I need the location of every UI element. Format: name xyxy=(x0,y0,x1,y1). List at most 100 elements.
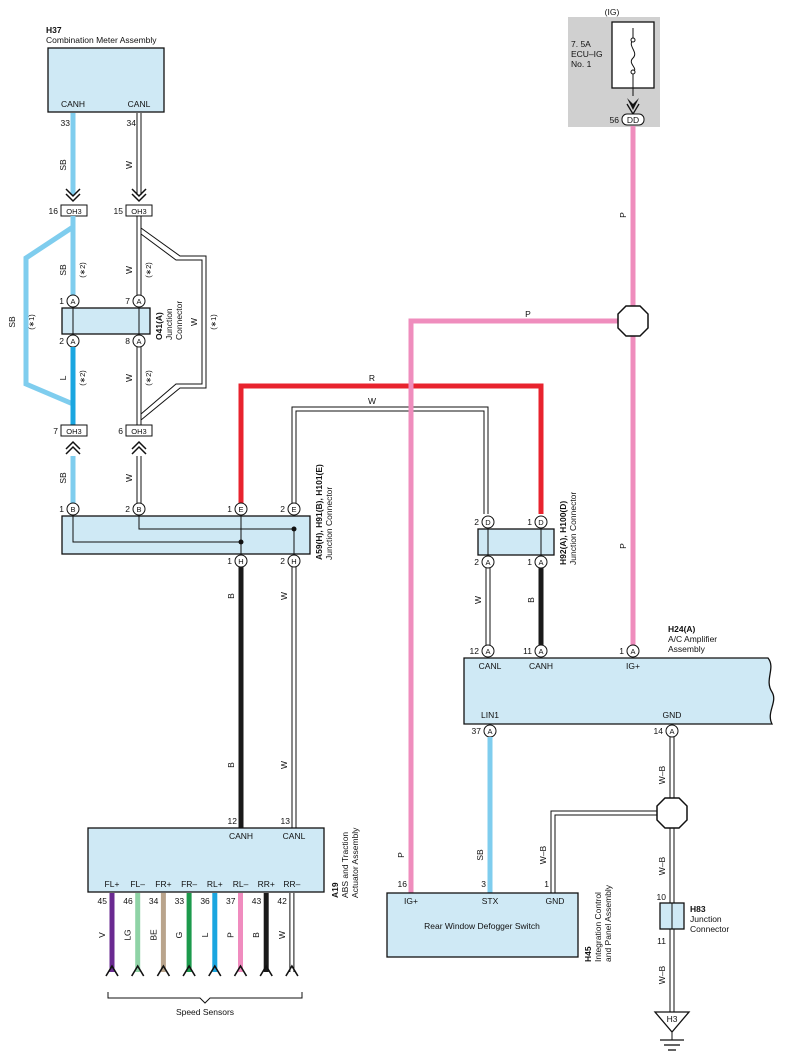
fuse-terminal-top xyxy=(630,37,636,43)
o41-name-2: Connector xyxy=(174,301,184,340)
h45-gnd: GND xyxy=(546,896,565,906)
h24-code: H24(A) xyxy=(668,624,696,634)
wire-label-p-top: P xyxy=(618,212,628,218)
chevron-up-icon xyxy=(208,964,222,977)
wire-label-p-mid: P xyxy=(618,543,628,549)
a19-pin-13: 13 xyxy=(281,816,291,826)
a19-code: A19 xyxy=(330,882,340,898)
h45-stx: STX xyxy=(482,896,499,906)
chevron-down-icon xyxy=(65,188,81,203)
h83-code: H83 xyxy=(690,904,706,914)
fuse-pin-56: 56 xyxy=(610,115,620,125)
pin-6-oh3: 6 xyxy=(118,426,123,436)
h24-box xyxy=(463,657,775,725)
chevron-up-icon xyxy=(65,440,81,455)
wire-sb-bypass xyxy=(23,224,75,407)
pin-b-1-label: B xyxy=(70,505,75,514)
fuse-terminal-bottom xyxy=(630,69,636,75)
wire-p-branch xyxy=(408,318,620,893)
chevron-up-icon xyxy=(105,964,119,977)
pin-a-14-h24-label: A xyxy=(669,727,674,736)
fuse-symbol xyxy=(630,28,636,96)
pin-12-h24: 12 xyxy=(470,646,480,656)
sensor-wire-color-label: LG xyxy=(123,929,133,940)
pin-a-37-h24-label: A xyxy=(487,727,492,736)
pin-2-o41: 2 xyxy=(59,336,64,346)
wire-label-b-h24: B xyxy=(526,597,536,603)
pin-a-1-h24-label: A xyxy=(630,647,635,656)
o41-box xyxy=(61,307,151,335)
pin-d-1 xyxy=(534,515,548,529)
a59-code: A59(H), H91(B), H101(E) xyxy=(314,464,324,560)
chevron-up-icon xyxy=(156,964,171,977)
fuse-name-1: ECU–IG xyxy=(571,49,603,59)
wire-wb-h45-b xyxy=(554,814,659,893)
pin-h-1-label: H xyxy=(238,557,243,566)
wire-label-b-a19-2: B xyxy=(226,762,236,768)
connector-dd xyxy=(621,113,645,126)
pin-14-h24: 14 xyxy=(654,726,664,736)
wire-label-wb-2: W–B xyxy=(657,856,667,875)
a19-pin-name: FR+ xyxy=(155,879,171,889)
a19-name-2: Actuator Assembly xyxy=(350,827,360,898)
a19-pin-number: 36 xyxy=(200,896,210,906)
a19-pin-name: RR+ xyxy=(258,879,275,889)
h45-ig: IG+ xyxy=(404,896,418,906)
h92-code: H92(A), H100(D) xyxy=(558,501,568,565)
a19-pin-number: 46 xyxy=(123,896,133,906)
splice-point-p xyxy=(617,305,649,337)
chevron-down-icon xyxy=(131,188,147,203)
fuse-rating: 7. 5A xyxy=(571,39,591,49)
pin-2-d: 2 xyxy=(474,517,479,527)
h83-name-1: Junction xyxy=(690,914,722,924)
pin-1-b: 1 xyxy=(59,504,64,514)
pin-2-a-h92: 2 xyxy=(474,557,479,567)
wire-label-sb-low: SB xyxy=(58,472,68,484)
pin-b-1 xyxy=(66,502,80,516)
connector-oh3-16-label: OH3 xyxy=(66,207,81,216)
pin-e-1 xyxy=(234,502,248,516)
a19-pin-number: 43 xyxy=(252,896,262,906)
wire-label-sb-bypass: SB xyxy=(7,316,17,328)
splice-point-wb xyxy=(656,797,688,829)
pin-a-7-o41 xyxy=(132,294,146,308)
wire-wb-h45-a xyxy=(550,810,659,893)
pin-a-12-h24 xyxy=(481,644,495,658)
a19-pin-number: 42 xyxy=(277,896,287,906)
pin-7-o41: 7 xyxy=(125,296,130,306)
a19-box xyxy=(87,827,325,893)
pin-a-7-o41-label: A xyxy=(136,297,141,306)
sensor-wire-color-label: W xyxy=(277,931,287,939)
pin-11-h24: 11 xyxy=(523,646,532,656)
sensor-wire-color-label: P xyxy=(226,932,236,938)
pin-1-o41: 1 xyxy=(59,296,64,306)
h45-name-2: and Panel Assembly xyxy=(603,884,613,962)
h37-canl: CANL xyxy=(128,99,151,109)
pin-1-h24: 1 xyxy=(619,646,624,656)
a59-name: Junction Connector xyxy=(324,487,334,560)
a19-pin-name: FL+ xyxy=(105,879,120,889)
h92-box xyxy=(477,528,555,556)
h45-title: Rear Window Defogger Switch xyxy=(424,921,540,931)
pin-16: 16 xyxy=(49,206,59,216)
wire-label-w-e: W xyxy=(368,396,376,406)
o41-code: O41(A) xyxy=(154,312,164,340)
a19-pin-name: RL– xyxy=(233,879,249,889)
pin-1-a-h92: 1 xyxy=(527,557,532,567)
sensor-wire-color-label: B xyxy=(251,932,261,938)
wire-w-e-a xyxy=(291,406,489,514)
a19-pin-number: 34 xyxy=(149,896,159,906)
wire-label-b-a19-1: B xyxy=(226,593,236,599)
wire-label-w-top: W xyxy=(124,161,134,169)
wire-label-sb-top: SB xyxy=(58,159,68,171)
wire-label-wb-3: W–B xyxy=(657,965,667,984)
wire-label-w-low: W xyxy=(124,474,134,482)
h24-gnd: GND xyxy=(663,710,682,720)
wire-label-p-low: P xyxy=(396,852,406,858)
pin-d-2-label: D xyxy=(485,518,491,527)
wire-label-l: L xyxy=(58,375,68,380)
a19-name-1: ABS and Traction xyxy=(340,832,350,898)
pin-a-2-h92 xyxy=(481,555,495,569)
sensor-wire-color-label: V xyxy=(97,932,107,938)
